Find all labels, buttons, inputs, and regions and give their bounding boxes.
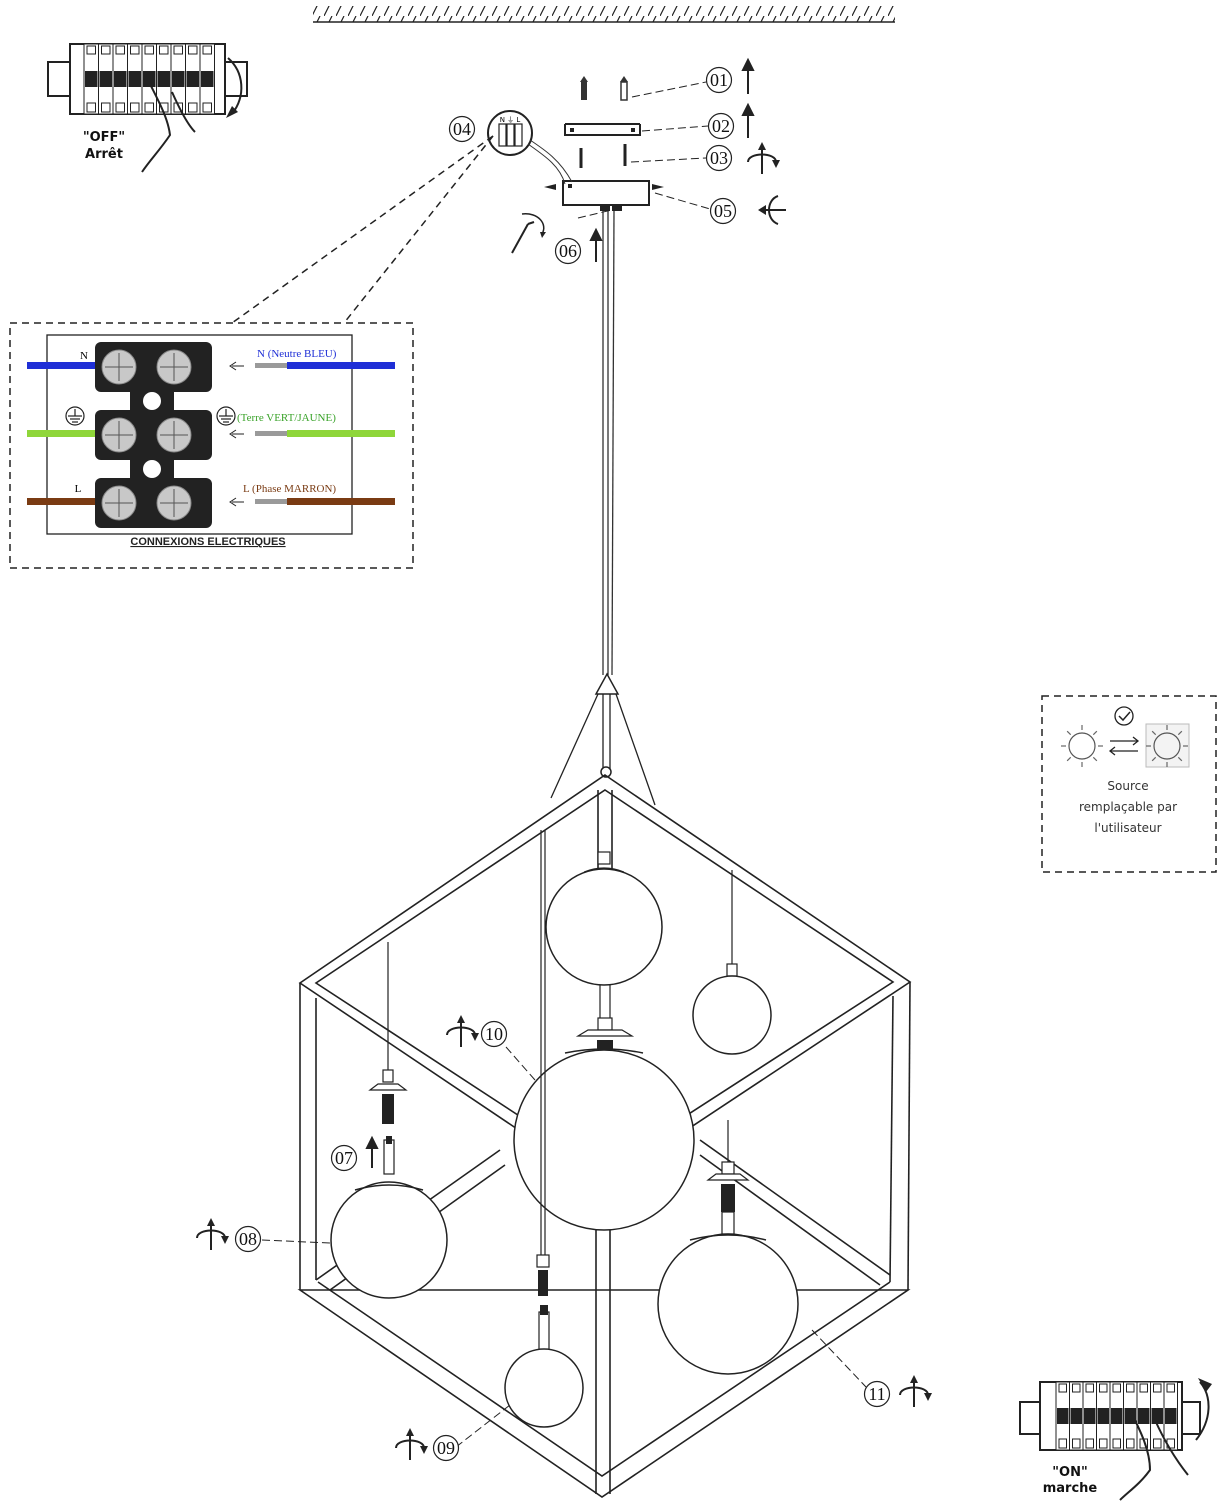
globe-right-large bbox=[657, 1120, 799, 1375]
rotate-icon bbox=[196, 1218, 229, 1250]
globe-right-small bbox=[692, 870, 772, 1055]
step-circle-01 bbox=[705, 66, 733, 94]
check-icon bbox=[1114, 706, 1134, 726]
step-circle-08 bbox=[234, 1225, 262, 1253]
globe-center-large bbox=[513, 985, 695, 1231]
source-line2: remplaçable par bbox=[1079, 800, 1177, 814]
arrow-icons bbox=[365, 57, 755, 1168]
step-circle-03 bbox=[705, 144, 733, 172]
rotate-icon bbox=[747, 142, 780, 174]
wiring-diagram bbox=[27, 334, 395, 535]
neutral-terminal-label: N bbox=[80, 350, 88, 362]
canopy bbox=[544, 180, 664, 211]
step-number-06: 06 bbox=[559, 241, 577, 261]
step-circle-10 bbox=[480, 1020, 508, 1048]
source-line1: Source bbox=[1107, 779, 1148, 793]
bulb-icon bbox=[1061, 725, 1103, 767]
step-number-01: 01 bbox=[710, 70, 728, 90]
step-number-07: 07 bbox=[335, 1148, 353, 1168]
connector-letters: N ⏚ L bbox=[500, 116, 521, 124]
wiring-title: CONNEXIONS ELECTRIQUES bbox=[130, 536, 285, 548]
step-circle-09 bbox=[432, 1434, 460, 1462]
wall-anchors bbox=[580, 76, 628, 101]
step-number-10: 10 bbox=[485, 1024, 503, 1044]
step-number-09: 09 bbox=[437, 1438, 455, 1458]
globe-bottom bbox=[504, 830, 584, 1428]
step-markers: 01 02 03 04 05 06 07 08 09 10 11 bbox=[234, 66, 891, 1462]
step-number-03: 03 bbox=[710, 148, 728, 168]
globe-top bbox=[545, 851, 663, 986]
step-circle-05 bbox=[709, 197, 737, 225]
replaceable-source-box bbox=[1041, 695, 1217, 873]
breaker-off-icon bbox=[47, 43, 248, 173]
step-number-04: 04 bbox=[453, 119, 471, 139]
step-number-02: 02 bbox=[712, 116, 730, 136]
earth-wire-label: (Terre VERT/JAUNE) bbox=[237, 412, 336, 424]
swap-arrows-icon bbox=[1108, 736, 1140, 756]
rotate-icons bbox=[196, 142, 932, 1460]
rotate-icon bbox=[395, 1428, 428, 1460]
step-number-11: 11 bbox=[868, 1384, 885, 1404]
step-number-08: 08 bbox=[239, 1229, 257, 1249]
hex-key-icon bbox=[511, 213, 546, 254]
source-line3: l'utilisateur bbox=[1094, 821, 1161, 835]
rotate-icon bbox=[446, 1015, 479, 1047]
step-number-05: 05 bbox=[714, 201, 732, 221]
rotate-icon bbox=[899, 1375, 932, 1407]
breaker-on-icon bbox=[1019, 1378, 1212, 1501]
off-sublabel: Arrêt bbox=[85, 147, 123, 162]
suspension-cables bbox=[602, 210, 615, 676]
connector-block-icon bbox=[487, 110, 573, 185]
step-circle-06 bbox=[554, 237, 582, 265]
neutral-wire-label: N (Neutre BLEU) bbox=[257, 348, 337, 360]
step-circle-02 bbox=[707, 112, 735, 140]
twist-icon bbox=[758, 195, 786, 225]
step-circle-11 bbox=[863, 1380, 891, 1408]
on-sublabel: marche bbox=[1043, 1481, 1098, 1496]
phase-terminal-label: L bbox=[75, 483, 82, 495]
on-label: "ON" bbox=[1052, 1465, 1087, 1480]
cube-frame bbox=[297, 774, 912, 1498]
leader-lines bbox=[261, 81, 867, 1448]
cable-hub bbox=[550, 672, 656, 806]
wiring-callout-lines bbox=[9, 135, 494, 569]
step-circle-04 bbox=[448, 115, 476, 143]
step-circle-07 bbox=[330, 1144, 358, 1172]
mounting-bracket bbox=[564, 123, 641, 136]
ceiling bbox=[313, 6, 895, 23]
off-label: "OFF" bbox=[83, 130, 125, 145]
phase-wire-label: L (Phase MARRON) bbox=[243, 483, 336, 495]
globe-left bbox=[330, 942, 448, 1299]
bulb-replacement-icon bbox=[1145, 723, 1190, 768]
screws bbox=[579, 144, 627, 168]
